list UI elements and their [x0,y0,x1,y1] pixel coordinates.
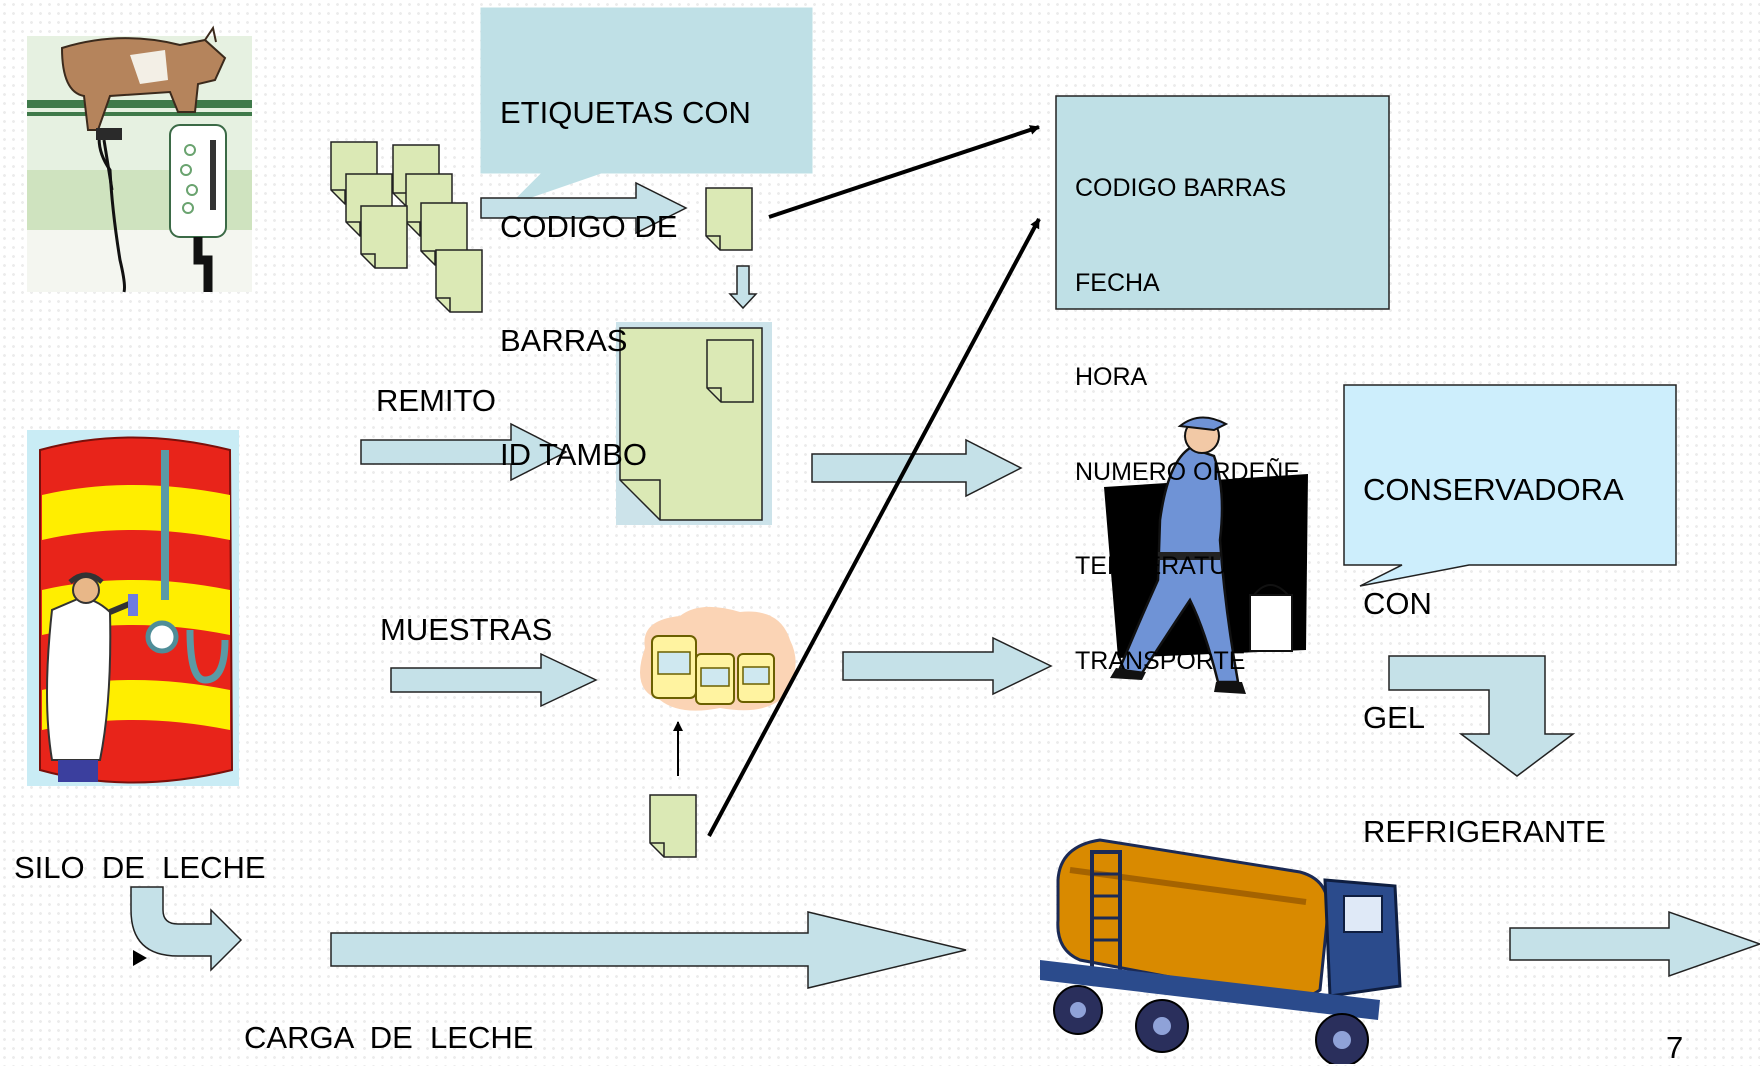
data-box-line: CODIGO BARRAS [1075,174,1287,202]
etiquetas-text: ETIQUETAS CON CODIGO DE BARRAS ID TAMBO [500,18,751,512]
data-box-line: FECHA [1075,268,1160,297]
label-data-text: CODIGO BARRAS FECHA HORA NUMERO ORDEÑE T… [1075,110,1300,709]
down-small-arrow [728,265,758,310]
connector-lines [707,125,1041,837]
sample-jars-icon [640,606,796,711]
data-box-line: TEMPERATURA [1075,552,1263,580]
remito-arrow [360,422,568,482]
label-stack-icon [330,141,483,313]
conservadora-line: GEL [1363,700,1426,735]
cow-milking-clipart [27,25,252,293]
tanker-truck-clipart [1040,838,1402,1064]
remito-document-icon [616,322,772,525]
conservadora-line: CONSERVADORA [1363,472,1624,507]
silo-label: SILO DE LECHE [14,850,266,885]
carga-arrow [330,911,967,989]
etiquetas-line: BARRAS [500,323,628,358]
document-to-transport-arrow [811,438,1023,498]
page-number: 7 [1666,1030,1684,1065]
label-data-box [1055,95,1390,310]
exit-arrow [1509,910,1760,978]
conservadora-text: CONSERVADORA CON GEL REFRIGERANTE [1363,395,1624,889]
carga-label: CARGA DE LECHE [244,1020,534,1055]
data-box-line: HORA [1075,363,1148,391]
etiquetas-callout [480,7,813,205]
milkman-clipart [1104,416,1308,694]
data-box-line: NUMERO ORDEÑE [1075,457,1301,486]
data-box-line: TRANSPORTE [1075,646,1246,675]
muestras-arrow [390,652,598,708]
labels-to-document-arrow [480,181,688,235]
conservadora-callout [1343,384,1677,587]
flow-arrows [130,181,1760,989]
etiquetas-line: CODIGO DE [500,209,678,244]
muestras-label: MUESTRAS [380,612,553,647]
silo-curved-arrow [130,886,243,972]
conservadora-line: REFRIGERANTE [1363,814,1606,849]
remito-label: REMITO [376,383,496,418]
sample-label-document-icon [649,794,697,858]
etiquetas-line: ID TAMBO [500,437,647,472]
conservadora-line: CON [1363,586,1432,621]
samples-to-milkman-arrow [842,636,1053,696]
etiquetas-line: ETIQUETAS CON [500,95,751,130]
down-arrow [1388,655,1576,777]
silo-inspector-clipart [27,430,239,786]
bullet-icon [133,950,147,966]
